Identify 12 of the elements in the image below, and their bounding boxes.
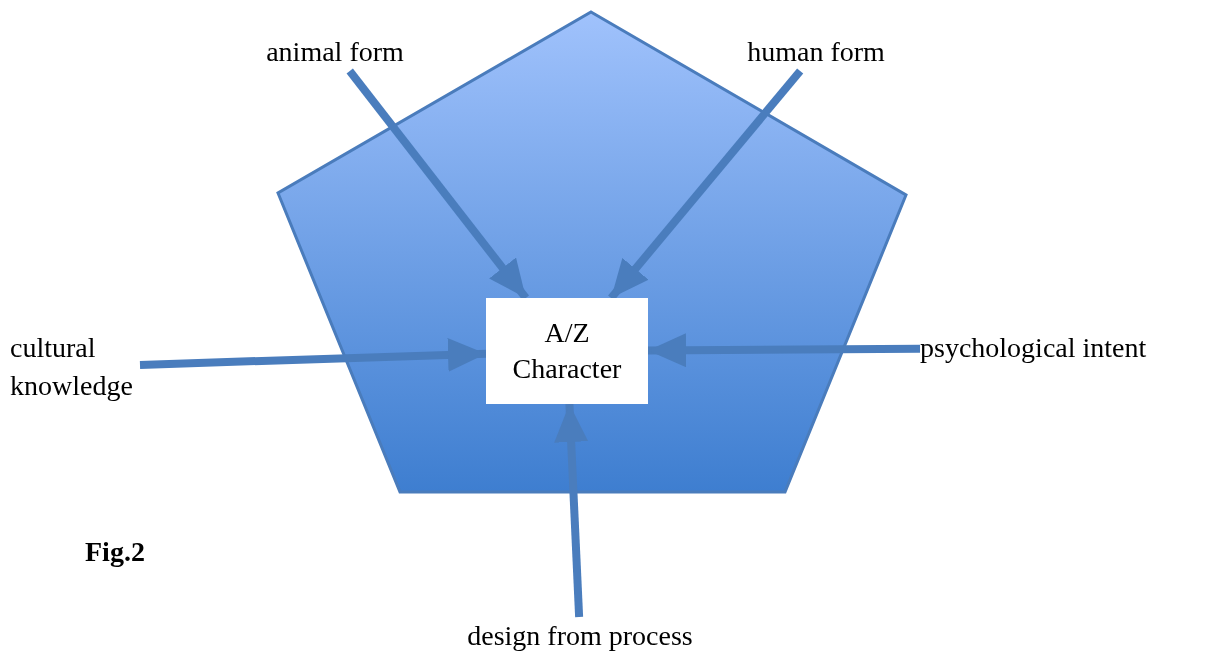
input-label: psychological intent xyxy=(920,331,1148,365)
input-label: design from process xyxy=(466,619,694,653)
arrow xyxy=(647,333,921,368)
arrow xyxy=(608,68,804,301)
character-box: A/Z Character xyxy=(486,298,648,404)
arrow xyxy=(139,337,487,372)
input-label: cultural knowledge xyxy=(10,331,134,403)
figure-label: Fig.2 xyxy=(85,535,145,569)
input-label: animal form xyxy=(265,35,405,69)
arrow xyxy=(346,68,530,301)
arrow xyxy=(554,403,589,618)
input-label: human form xyxy=(746,35,886,69)
